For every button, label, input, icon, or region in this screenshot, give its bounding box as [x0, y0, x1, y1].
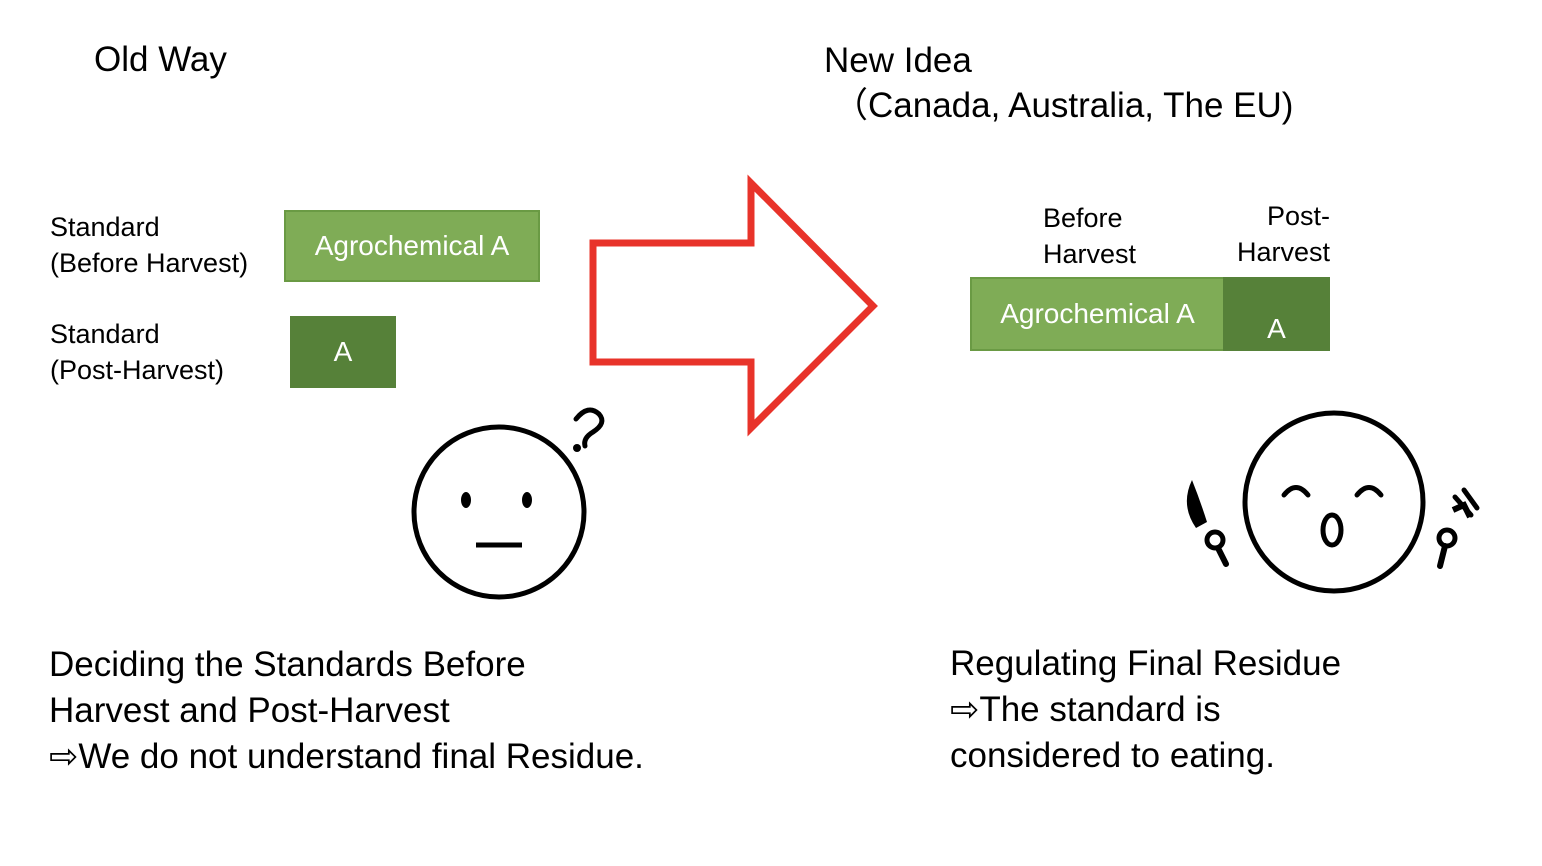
old-post-harvest-box: A [290, 316, 396, 388]
new-agrochemical-box: Agrochemical A [970, 277, 1225, 351]
label-line: Before [1043, 203, 1123, 233]
caption-line: considered to eating. [950, 736, 1275, 775]
caption-line: Harvest and Post-Harvest [49, 691, 450, 730]
label-line: Post- [1266, 201, 1330, 231]
label-line: Harvest [1043, 239, 1137, 269]
old-way-title: Old Way [94, 40, 227, 79]
new-post-harvest-box: A [1223, 277, 1330, 351]
label-line: (Post-Harvest) [50, 355, 225, 385]
caption-line: Deciding the Standards Before [49, 645, 526, 684]
label-line: (Before Harvest) [50, 248, 249, 278]
box-label: Agrochemical A [314, 230, 510, 261]
label-line: Standard [50, 319, 160, 349]
box-label: Agrochemical A [1000, 298, 1195, 329]
box-label: A [333, 336, 353, 367]
label-line: Standard [50, 212, 160, 242]
caption-line: ⇨We do not understand final Residue. [49, 737, 644, 776]
caption-line: Regulating Final Residue [950, 644, 1342, 683]
caption-line: ⇨The standard is [950, 690, 1221, 729]
old-agrochemical-box: Agrochemical A [284, 210, 540, 282]
new-idea-caption: Regulating Final Residue ⇨The standard i… [950, 641, 1341, 779]
standard-before-harvest-label: Standard (Before Harvest) [50, 209, 248, 281]
old-way-caption: Deciding the Standards Before Harvest an… [49, 642, 644, 780]
before-harvest-label: Before Harvest [1043, 200, 1136, 272]
new-idea-subtitle: （Canada, Australia, The EU) [833, 86, 1294, 125]
standard-post-harvest-label: Standard (Post-Harvest) [50, 316, 224, 388]
box-label: A [1267, 313, 1286, 344]
new-idea-title: New Idea [824, 41, 972, 80]
label-line: Harvest [1236, 237, 1330, 267]
post-harvest-label: Post- Harvest [1222, 198, 1330, 270]
